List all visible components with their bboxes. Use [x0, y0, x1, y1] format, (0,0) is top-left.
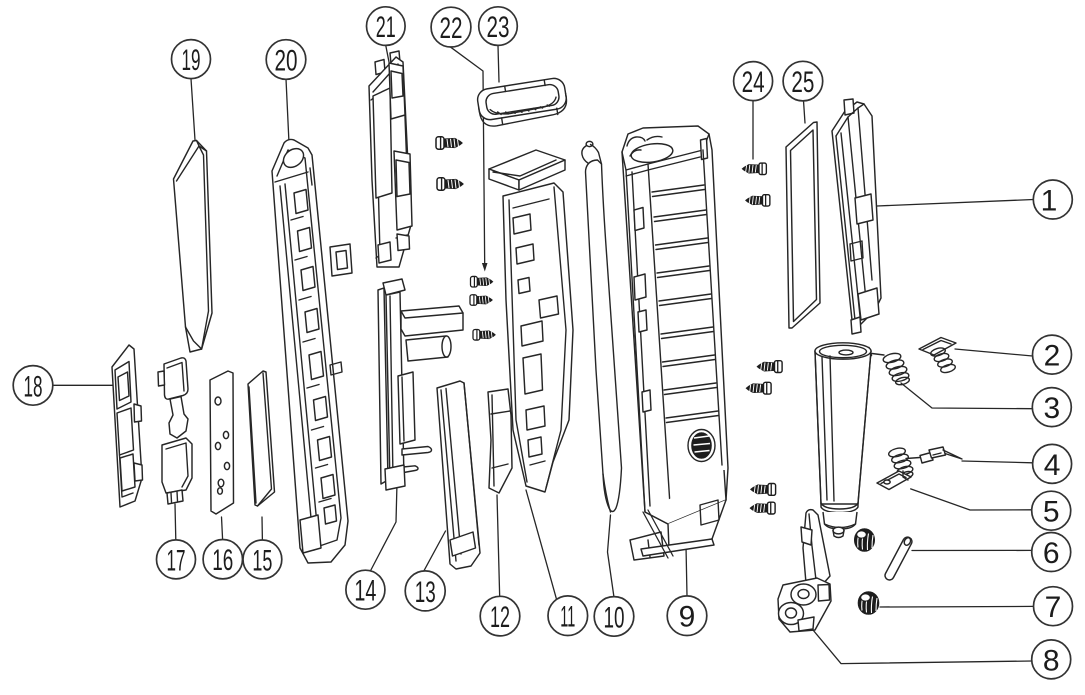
svg-text:15: 15 — [252, 544, 272, 577]
svg-text:7: 7 — [1045, 591, 1062, 624]
svg-text:2: 2 — [1044, 340, 1061, 373]
svg-text:5: 5 — [1043, 496, 1060, 529]
svg-text:18: 18 — [24, 370, 43, 403]
svg-text:8: 8 — [1043, 644, 1060, 677]
svg-text:3: 3 — [1043, 392, 1060, 425]
svg-text:20: 20 — [275, 45, 298, 78]
svg-text:6: 6 — [1043, 537, 1060, 570]
svg-text:16: 16 — [212, 544, 233, 577]
svg-text:4: 4 — [1044, 449, 1061, 482]
svg-text:25: 25 — [791, 66, 814, 99]
svg-text:22: 22 — [440, 12, 463, 45]
svg-text:9: 9 — [679, 601, 696, 634]
svg-text:24: 24 — [742, 66, 765, 99]
svg-text:23: 23 — [487, 11, 510, 44]
svg-text:21: 21 — [376, 11, 396, 44]
svg-text:13: 13 — [415, 576, 436, 609]
svg-text:19: 19 — [182, 44, 201, 77]
svg-text:1: 1 — [1041, 185, 1058, 218]
svg-text:12: 12 — [490, 601, 510, 634]
svg-text:17: 17 — [167, 544, 186, 577]
svg-text:14: 14 — [354, 575, 376, 608]
svg-text:11: 11 — [560, 601, 575, 634]
svg-text:10: 10 — [604, 601, 625, 634]
